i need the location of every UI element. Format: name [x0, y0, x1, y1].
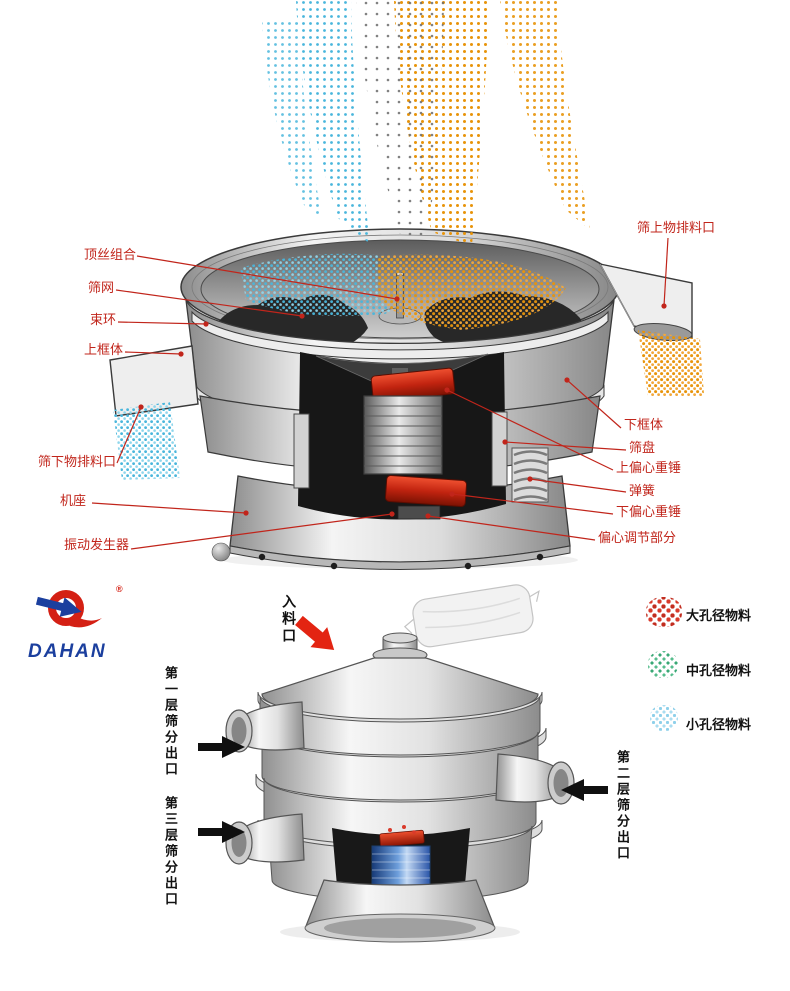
spring — [511, 447, 549, 503]
dahan-logo-emblem — [35, 590, 102, 628]
leader-lines — [91, 237, 669, 550]
outlet-arrow-left-top-icon — [198, 736, 245, 758]
dahan-logo-text: DAHAN — [28, 641, 107, 662]
top-machine-illustration — [91, 0, 704, 570]
legend-dots-small-icon — [650, 705, 678, 731]
label-eccentric-adjustment: 偏心调节部分 — [598, 530, 677, 545]
falling-particle-streams — [262, 0, 590, 246]
feed-arrow-icon — [295, 615, 335, 650]
label-feed-inlet: 入料口 — [281, 594, 298, 645]
outlet-spout-layer2 — [495, 753, 575, 805]
lower-eccentric-weight — [384, 475, 468, 507]
bottom-machine-illustration — [198, 584, 608, 943]
coarse-particles-zone — [378, 254, 566, 330]
label-clamp-ring: 束环 — [90, 312, 117, 327]
legend-dots-large-icon — [646, 597, 682, 627]
label-top-screw-assembly: 顶丝组合 — [84, 247, 137, 262]
clamp-ring — [191, 310, 609, 360]
outlet-spout-layer1 — [225, 701, 305, 753]
label-first-layer-outlet: 第一层筛分出口 — [162, 666, 178, 778]
outlet-arrow-left-bottom-icon — [198, 821, 245, 843]
label-third-layer-outlet: 第三层筛分出口 — [162, 796, 178, 908]
bottom-base — [304, 879, 496, 943]
label-upper-frame: 上框体 — [84, 342, 124, 357]
outlet-arrow-right-icon — [561, 779, 608, 801]
undersize-discharge-chute — [109, 345, 199, 480]
label-vibration-generator: 振动发生器 — [64, 537, 130, 552]
legend-label-small: 小孔径物料 — [686, 717, 752, 732]
vibration-motor-body — [363, 395, 443, 475]
registered-mark: ® — [116, 584, 123, 594]
label-spring: 弹簧 — [629, 483, 656, 498]
fine-particles-zone — [240, 253, 410, 317]
oversize-discharge-chute — [598, 263, 704, 396]
label-second-layer-outlet: 第二层筛分出口 — [614, 750, 630, 862]
legend-label-large: 大孔径物料 — [686, 608, 752, 623]
legend-label-medium: 中孔径物料 — [686, 663, 752, 678]
label-lower-eccentric: 下偏心重锤 — [616, 504, 682, 519]
label-machine-base: 机座 — [60, 493, 87, 508]
label-lower-frame: 下框体 — [624, 417, 664, 432]
leader-dots — [138, 296, 667, 519]
label-undersize-outlet: 筛下物排料口 — [38, 454, 117, 469]
outlet-spout-layer3 — [225, 813, 305, 865]
dahan-logo: ® DAHAN — [28, 584, 148, 663]
label-sieve-tray: 筛盘 — [629, 440, 656, 455]
label-oversize-outlet: 筛上物排料口 — [637, 220, 716, 235]
label-screen-mesh: 筛网 — [88, 280, 115, 295]
feed-bag — [403, 584, 540, 648]
legend-dots-medium-icon — [648, 651, 678, 678]
label-upper-eccentric: 上偏心重锤 — [616, 460, 682, 475]
